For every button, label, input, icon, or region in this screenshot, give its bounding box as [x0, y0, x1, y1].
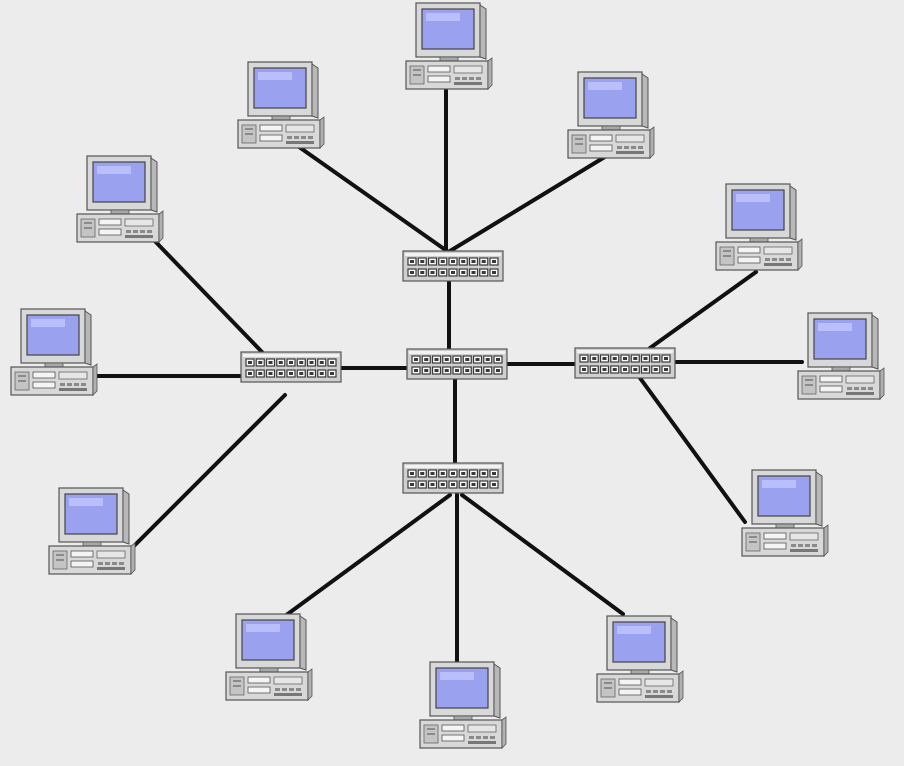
pc-top-computer-icon [405, 2, 493, 90]
pc-right-middle [797, 312, 885, 400]
hub-layer [240, 250, 676, 494]
hub-left-hub-icon [240, 351, 342, 383]
cable-pc-right-lower [638, 376, 747, 524]
pc-right-middle-computer-icon [797, 312, 885, 400]
pc-bottom-center-computer-icon [419, 661, 507, 749]
pc-bottom-left-computer-icon [225, 613, 313, 701]
cable-pc-top-left [290, 140, 449, 253]
hub-bottom-hub-icon [402, 462, 504, 494]
pc-right-upper [715, 183, 803, 271]
cable-pc-top-right [448, 153, 610, 253]
pc-left-middle-computer-icon [10, 308, 98, 396]
pc-left-upper [76, 155, 164, 243]
pc-top-left-computer-icon [237, 61, 325, 149]
pc-left-upper-computer-icon [76, 155, 164, 243]
pc-bottom-center [419, 661, 507, 749]
cable-layer [93, 86, 804, 665]
pc-bottom-right-computer-icon [596, 615, 684, 703]
pc-top [405, 2, 493, 90]
pc-right-lower [741, 469, 829, 557]
pc-bottom-left [225, 613, 313, 701]
pc-right-upper-computer-icon [715, 183, 803, 271]
hub-right-hub-icon [574, 347, 676, 379]
pc-top-left [237, 61, 325, 149]
pc-top-right-computer-icon [567, 71, 655, 159]
pc-left-lower-computer-icon [48, 487, 136, 575]
computer-layer [10, 2, 885, 749]
cable-pc-bottom-left [283, 493, 452, 618]
pc-left-middle [10, 308, 98, 396]
pc-left-lower [48, 487, 136, 575]
pc-bottom-right [596, 615, 684, 703]
cable-pc-left-upper [148, 234, 264, 354]
hub-center-hub-icon [406, 348, 508, 380]
pc-top-right [567, 71, 655, 159]
hub-top-hub-icon [402, 250, 504, 282]
cable-pc-right-upper [648, 270, 758, 350]
cable-pc-bottom-right [460, 493, 625, 616]
pc-right-lower-computer-icon [741, 469, 829, 557]
cable-pc-left-lower [126, 393, 287, 554]
